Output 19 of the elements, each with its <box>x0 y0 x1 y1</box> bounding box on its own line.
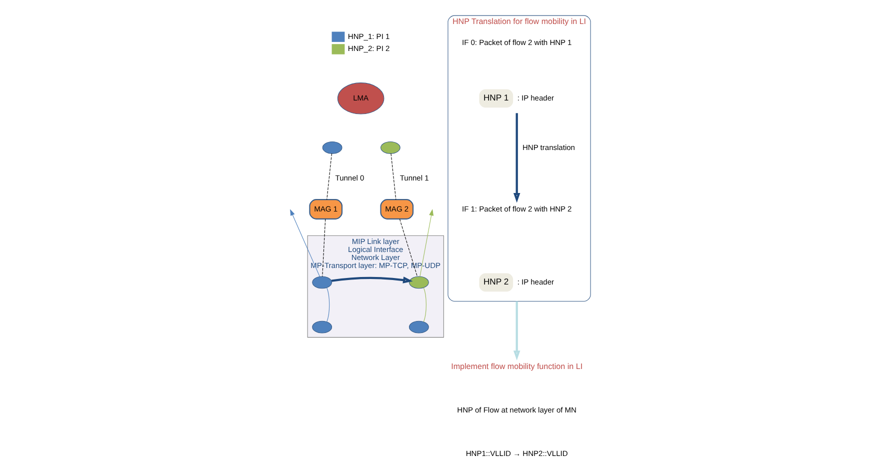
connector <box>390 152 396 200</box>
node-ellipse <box>322 140 342 154</box>
connector <box>399 218 418 276</box>
node-ellipse <box>312 320 332 333</box>
connector <box>322 218 326 276</box>
arrow <box>513 112 520 202</box>
connector <box>326 152 332 200</box>
connector <box>326 286 330 322</box>
arrow <box>331 276 413 283</box>
connector <box>423 286 426 322</box>
arrow <box>290 208 320 276</box>
node-ellipse <box>408 320 429 333</box>
arrow <box>420 208 434 276</box>
node-box: HNP 1 <box>479 88 514 108</box>
node-ellipse <box>380 140 400 154</box>
node-ellipse <box>408 276 429 288</box>
arrow <box>513 300 520 360</box>
node-box: HNP 2 <box>479 272 514 292</box>
node-ellipse <box>312 276 332 288</box>
